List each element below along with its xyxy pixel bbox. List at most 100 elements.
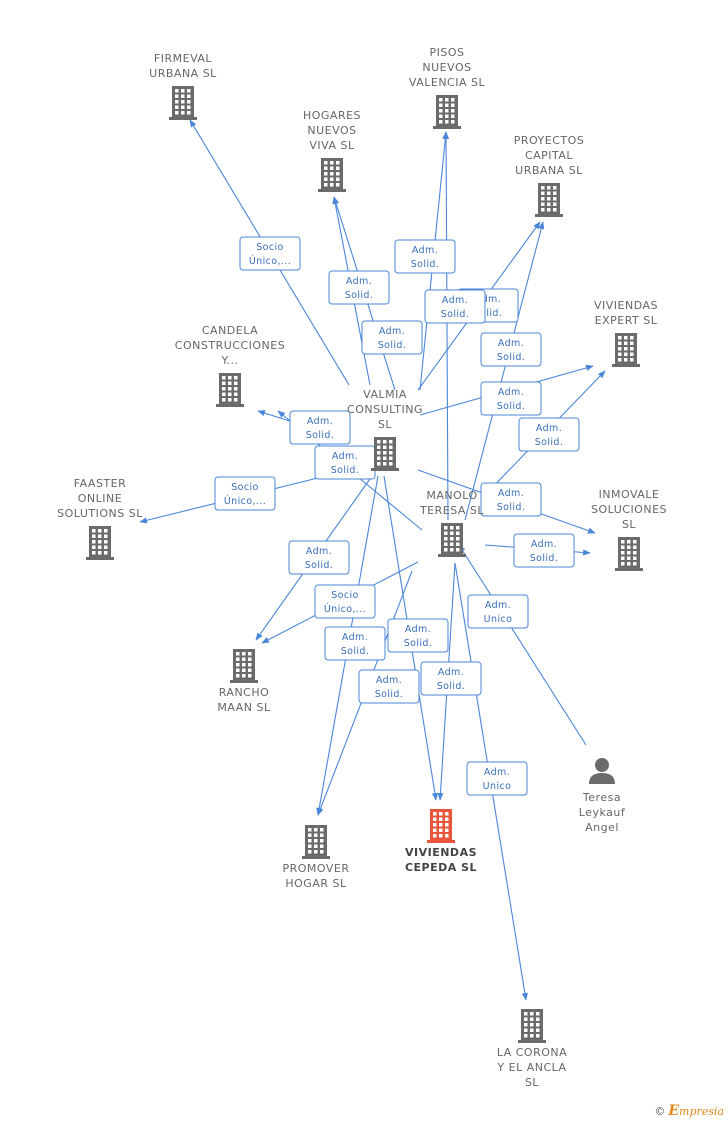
edge-label-text: Adm. (498, 488, 524, 499)
node-label: VIVIENDAS (405, 846, 477, 859)
node-manolo[interactable]: MANOLO TERESA SL (419, 489, 484, 557)
building-icon (615, 537, 643, 571)
edge-line (458, 544, 587, 746)
edge-label-text: Adm. (531, 539, 557, 550)
edge-label-text: Adm. (475, 294, 501, 305)
node-label: URBANA SL (515, 164, 583, 177)
node-label: SL (525, 1076, 539, 1089)
brand-initial: E (668, 1103, 680, 1119)
edge-label-text: Adm. (442, 295, 468, 306)
edge-label[interactable]: Adm.Solid. (361, 320, 423, 355)
edge-label[interactable]: Adm.Solid. (480, 332, 542, 367)
edge-label-text: Solid. (378, 340, 407, 351)
node-label: VIVIENDAS (594, 299, 658, 312)
edge-label-text: Solid. (411, 259, 440, 270)
edge-label[interactable]: Adm. Solid. (424, 289, 486, 324)
node-label: HOGARES (303, 109, 361, 122)
edge-label-box (314, 584, 376, 619)
node-label: CONSULTING (347, 403, 423, 416)
edge-label-box (288, 540, 350, 575)
edge-label[interactable]: Adm.Solid. (394, 239, 456, 274)
node-label: FIRMEVAL (154, 52, 213, 65)
edge-label-box (214, 476, 276, 511)
edge-label-text: Solid. (404, 638, 433, 649)
node-label: NUEVOS (307, 124, 356, 137)
edge-label-text: Solid. (437, 681, 466, 692)
building-icon (86, 526, 114, 560)
edge-label-box (239, 236, 301, 271)
edge-label-text: Adm. (485, 600, 511, 611)
node-label: TERESA SL (419, 504, 484, 517)
edge-label[interactable]: Adm.Unico (466, 761, 528, 796)
edge-label[interactable]: Adm.Solid. (420, 661, 482, 696)
edge-label-text: Unico (484, 614, 513, 625)
edge-label-text: Adm. (536, 423, 562, 434)
building-icon (230, 649, 258, 683)
edge-label-box (480, 381, 542, 416)
node-label: LA CORONA (497, 1046, 567, 1059)
node-label: CONSTRUCCIONES (175, 339, 285, 352)
edge-label[interactable]: Adm.Solid. (288, 540, 350, 575)
building-icon (318, 158, 346, 192)
edge-label-text: Solid. (441, 309, 470, 320)
node-label: MANOLO (426, 489, 477, 502)
edge-label-box (361, 320, 423, 355)
node-label: SL (378, 418, 392, 431)
edge-label[interactable]: Adm.Solid. (289, 410, 351, 445)
edge-label-box (518, 417, 580, 452)
edge-label-box (466, 761, 528, 796)
node-label: SOLUTIONS SL (57, 507, 143, 520)
brand-name: mpresia (679, 1105, 724, 1118)
building-icon (169, 86, 197, 120)
edge-label-box (480, 482, 542, 517)
edge-label[interactable]: Adm.Solid. (328, 270, 390, 305)
building-icon (371, 437, 399, 471)
edge-label-text: Adm. (307, 416, 333, 427)
edge-label[interactable]: Adm.Solid. (314, 445, 376, 480)
edge-label-text: Unico (483, 781, 512, 792)
person-icon (589, 758, 615, 784)
edge-label[interactable]: Adm.Solid. (358, 669, 420, 704)
node-label: SOLUCIONES (591, 503, 667, 516)
node-label: INMOVALE (599, 488, 660, 501)
edge-label-box (324, 626, 386, 661)
node-label: NUEVOS (422, 61, 471, 74)
edge-label-box (289, 410, 351, 445)
edge-label[interactable]: Adm.Solid. (480, 482, 542, 517)
node-label: EXPERT SL (595, 314, 658, 327)
edge-label[interactable]: Adm. Unico (467, 594, 529, 629)
node-label: Leykauf (579, 806, 626, 819)
edge-label[interactable]: Adm.Solid. (324, 626, 386, 661)
edge-label[interactable]: Adm.Solid. (513, 533, 575, 568)
node-label: ONLINE (78, 492, 122, 505)
edge-label[interactable]: SocioÚnico,... (214, 476, 276, 511)
building-icon (216, 373, 244, 407)
node-candela[interactable]: CANDELACONSTRUCCIONESY... (175, 324, 285, 407)
edge-label-text: Adm. (376, 675, 402, 686)
edge-label[interactable]: Adm.Solid. (387, 618, 449, 653)
node-label: VIVA SL (309, 139, 355, 152)
edge-label[interactable]: SocioÚnico,... (239, 236, 301, 271)
edge-label[interactable]: SocioÚnico,... (314, 584, 376, 619)
node-label: CAPITAL (525, 149, 573, 162)
edge-label[interactable]: Adm.Solid. (480, 381, 542, 416)
building-icon (612, 333, 640, 367)
node-viviendas-expert[interactable]: VIVIENDAS EXPERT SL (594, 299, 658, 367)
node-hogares[interactable]: HOGARES NUEVOS VIVA SL (303, 109, 361, 192)
node-label: RANCHO (219, 686, 270, 699)
edge-label[interactable]: Adm.Solid. (518, 417, 580, 452)
edge-label-box (387, 618, 449, 653)
